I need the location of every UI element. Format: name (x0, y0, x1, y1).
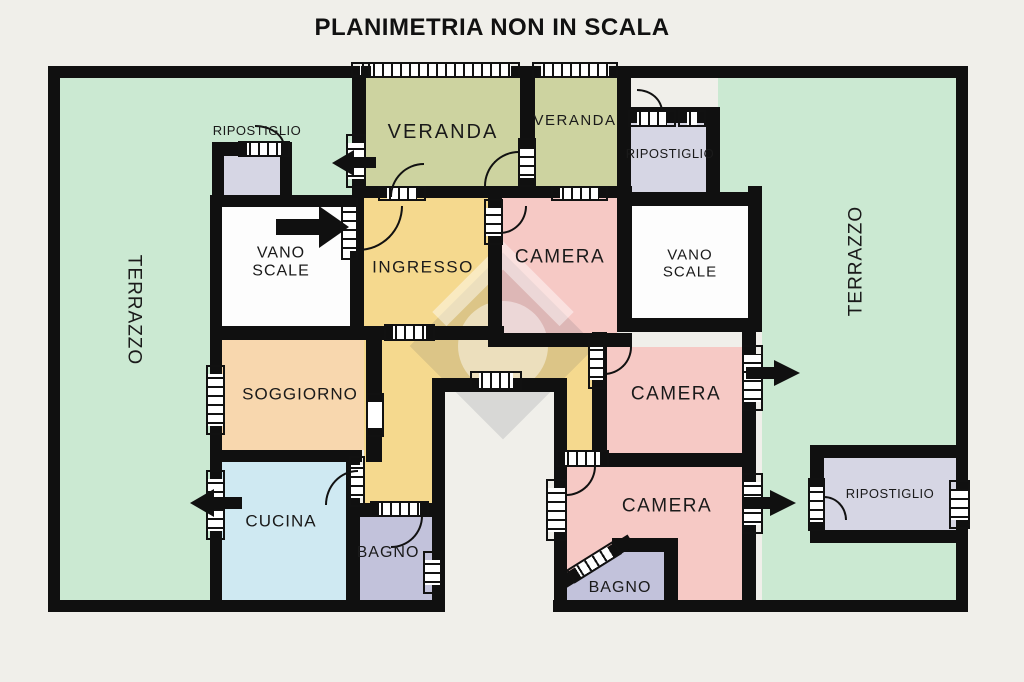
label-bagno-bottom: BAGNO (588, 579, 652, 597)
wall-camera-top-bottom (488, 333, 632, 347)
wall-rip-tl-left (212, 142, 224, 207)
label-ripostiglio-bottom-right: RIPOSTIGLIO (845, 485, 935, 501)
veranda-small-room (535, 78, 617, 188)
wall-vano-right-right (748, 186, 762, 332)
label-bagno-center: BAGNO (356, 544, 420, 562)
vano-scale-right-room (632, 206, 748, 318)
window-veranda-small-bottom (551, 186, 608, 201)
door-rip-top-right-arc (637, 89, 663, 112)
window-camera-bottom-left (546, 479, 567, 541)
soggiorno-room (222, 340, 366, 450)
door-veranda-divider-jamb (518, 138, 536, 187)
label-camera-middle: CAMERA (630, 383, 722, 405)
opening-soggiorno-corridor (366, 393, 384, 437)
ripostiglio-top-left-room (224, 156, 280, 200)
cucina-room (222, 462, 346, 600)
label-camera-top: CAMERA (514, 246, 606, 268)
door-camera-bottom-jamb (556, 450, 609, 467)
camera-middle-room (607, 347, 742, 453)
wall-cucina-top (210, 450, 362, 462)
wall-under-rip-tr (617, 192, 762, 206)
window-soggiorno-left (206, 365, 225, 435)
label-cucina: CUCINA (245, 511, 317, 531)
label-vano-scale-right: VANO SCALE (662, 246, 718, 281)
wall-rip-br-top (810, 445, 956, 458)
lightwell-notch (445, 392, 554, 612)
label-vano-scale-left-line2: SCALE (252, 262, 310, 279)
window-veranda-small-top (532, 62, 618, 78)
label-camera-bottom: CAMERA (621, 495, 713, 517)
wall-vano-right-left (617, 192, 632, 332)
label-veranda-small: VERANDA (533, 111, 617, 129)
label-vano-scale-left-line1: VANO (256, 244, 306, 262)
door-rip-top-right (628, 110, 676, 127)
entrance-arrow-shaft (276, 219, 320, 235)
entrance-arrow-icon (319, 206, 349, 248)
wall-soggiorno-top (210, 326, 382, 340)
label-soggiorno: SOGGIORNO (242, 384, 358, 404)
camera-middle-exit-arrow-shaft (746, 367, 776, 379)
label-vano-scale-right-line1: VANO (667, 246, 713, 264)
label-terrazzo-left: TERRAZZO (123, 254, 145, 366)
cucina-exit-arrow-left-icon (190, 489, 214, 517)
camera-bottom-exit-arrow-shaft (742, 497, 772, 509)
ripostiglio-top-right-room (631, 123, 706, 193)
window-veranda-large-top (362, 62, 520, 78)
wall-rip-tl-right (280, 142, 292, 207)
wall-camera-right (742, 332, 756, 612)
sliding-door-ingresso (384, 324, 435, 341)
veranda-exit-arrow-shaft (352, 157, 376, 168)
wall-rip-br-bottom (810, 530, 956, 543)
window-notch-top (470, 371, 522, 390)
label-ripostiglio-top-right: RIPOSTIGLIO (625, 145, 715, 161)
camera-bottom-exit-arrow-right-icon (770, 490, 796, 516)
wall-rip-tr-right (706, 107, 720, 206)
window-rip-top-right (678, 110, 706, 127)
camera-middle-exit-arrow-right-icon (774, 360, 800, 386)
window-rip-br-right (949, 480, 970, 529)
label-ingresso: INGRESSO (372, 257, 474, 277)
label-vano-scale-left: VANO SCALE (252, 244, 309, 279)
label-veranda-large: VERANDA (387, 121, 499, 143)
window-bagno-center-right (423, 551, 442, 594)
label-vano-scale-right-line2: SCALE (662, 263, 718, 280)
label-terrazzo-right: TERRAZZO (845, 205, 867, 317)
door-bagno-center-jamb (370, 501, 429, 517)
wall-outer-right (956, 66, 968, 612)
door-camera-middle-jamb (588, 338, 605, 389)
cucina-exit-arrow-shaft (212, 497, 242, 509)
door-rip-br-jamb (808, 478, 825, 531)
terrazzo-left-area (60, 78, 210, 600)
wall-camera-middle-bottom (592, 453, 756, 467)
wall-outer-bottom-left (48, 600, 445, 612)
terrazzo-right-upper-strip (718, 78, 766, 192)
wall-vano-left-top (210, 195, 364, 207)
wall-vano-right-bottom (617, 318, 762, 332)
wall-outer-left (48, 66, 60, 612)
page-title: PLANIMETRIA NON IN SCALA (314, 14, 670, 41)
window-veranda-corner (351, 62, 370, 77)
wall-outer-bottom-right (553, 600, 968, 612)
corridor-right-leg (567, 378, 592, 458)
veranda-exit-arrow-left-icon (332, 150, 354, 176)
wall-bagno-bottom-right (664, 538, 678, 612)
label-ripostiglio-top-left: RIPOSTIGLIO (212, 122, 302, 138)
